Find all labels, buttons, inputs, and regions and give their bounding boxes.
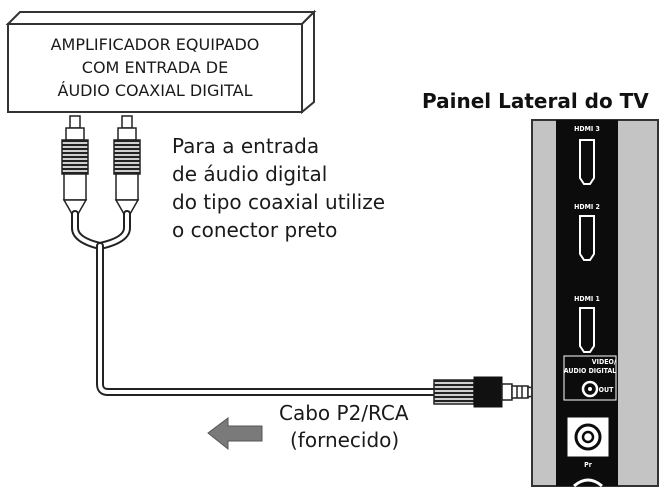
next-jack-partial — [573, 478, 603, 488]
amplifier-box-top — [5, 11, 317, 25]
amplifier-box: AMPLIFICADOR EQUIPADO COM ENTRADA DE ÁUD… — [5, 9, 317, 115]
panel-title: Painel Lateral do TV — [422, 89, 649, 113]
pr-label: Pr — [584, 461, 593, 469]
av-out-label-line2: AUDIO DIGITAL — [564, 367, 617, 375]
instruction-line2: de áudio digital — [172, 162, 327, 186]
hdmi3-label: HDMI 3 — [574, 125, 600, 133]
amplifier-label-line2: COM ENTRADA DE — [82, 58, 228, 77]
hdmi2-port — [579, 215, 595, 261]
instruction-text: Para a entrada de áudio digital do tipo … — [172, 134, 385, 242]
amplifier-box-side — [301, 9, 315, 115]
rca-plug-left — [61, 115, 89, 215]
av-out-jack-center — [588, 387, 592, 391]
av-out-frame — [563, 355, 617, 401]
cable-label-line1: Cabo P2/RCA — [279, 401, 409, 425]
left-arrow-icon — [207, 417, 263, 451]
av-out-out-label: OUT — [599, 386, 614, 394]
cable-wire — [71, 210, 442, 396]
hdmi2-label: HDMI 2 — [574, 203, 600, 211]
instruction-line4: o conector preto — [172, 218, 337, 242]
av-out-label-line1: VIDEO/ — [592, 358, 617, 366]
hdmi1-label: HDMI 1 — [574, 295, 600, 303]
hdmi3-port — [579, 139, 595, 185]
amplifier-box-front — [7, 23, 303, 113]
rca-plug-right — [113, 115, 141, 215]
instruction-line1: Para a entrada — [172, 134, 319, 158]
tv-side-panel: HDMI 3 HDMI 2 HDMI 1 VIDEO/ AUDIO DIGITA… — [531, 119, 659, 488]
p2-plug — [433, 376, 541, 408]
cable-label-line2: (fornecido) — [290, 428, 399, 452]
amplifier-label-line1: AMPLIFICADOR EQUIPADO — [51, 35, 260, 54]
pr-jack-center — [581, 430, 595, 444]
hdmi1-port — [579, 307, 595, 353]
amplifier-label-line3: ÁUDIO COAXIAL DIGITAL — [58, 81, 253, 100]
instruction-line3: do tipo coaxial utilize — [172, 190, 385, 214]
